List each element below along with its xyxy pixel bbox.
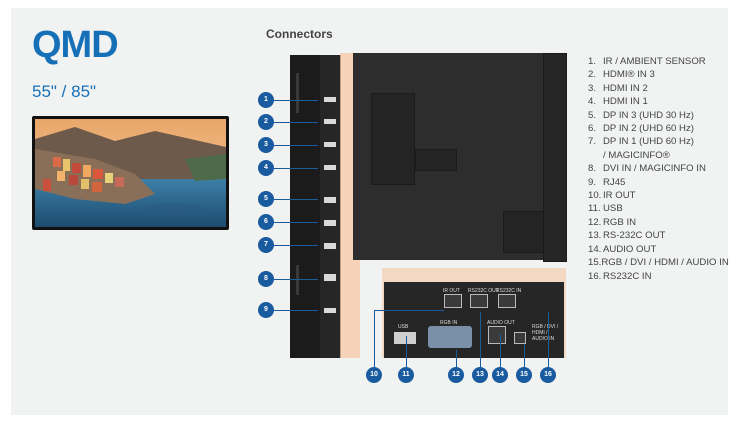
leader-line: [274, 168, 318, 169]
legend-item: 8.DVI IN / MAGICINFO IN: [588, 163, 706, 175]
port-rs232-in: [498, 294, 516, 308]
leader-line: [500, 334, 501, 370]
legend-item: 2.HDMI® IN 3: [588, 69, 655, 81]
display-back-view: [353, 53, 567, 262]
leader-line: [274, 199, 318, 200]
badge-8: 8: [258, 271, 274, 287]
leader-line: [374, 310, 444, 311]
badge-5: 5: [258, 191, 274, 207]
port-hdmi-2: [324, 142, 336, 147]
side-edge-detail: [296, 73, 299, 113]
badge-16: 16: [540, 367, 556, 383]
leader-line: [274, 100, 318, 101]
port-dvi: [324, 274, 336, 281]
leader-line: [274, 122, 318, 123]
label-usb: USB: [398, 324, 409, 330]
legend-item: / MAGICINFO®: [603, 149, 670, 161]
legend-item: 15.RGB / DVI / HDMI / AUDIO IN: [588, 257, 729, 269]
leader-line: [274, 222, 318, 223]
section-title: Connectors: [266, 27, 333, 41]
badge-11: 11: [398, 367, 414, 383]
legend-item: 16.RS232C IN: [588, 270, 652, 282]
port-ir-out: [444, 294, 462, 308]
leader-line: [274, 245, 318, 246]
port-hdmi-3: [324, 119, 336, 124]
legend-item: 6.DP IN 2 (UHD 60 Hz): [588, 123, 694, 135]
port-dp-1: [324, 243, 336, 249]
label-rs232-in: RS232C IN: [496, 288, 522, 294]
back-panel: [371, 93, 415, 185]
product-sizes: 55" / 85": [32, 82, 97, 101]
port-audio-out: [488, 326, 506, 344]
port-hdmi-1: [324, 165, 336, 170]
label-av-in: RGB / DVI / HDMI / AUDIO IN: [532, 324, 559, 342]
badge-6: 6: [258, 214, 274, 230]
badge-7: 7: [258, 237, 274, 253]
port-usb: [394, 332, 416, 344]
legend-item: 4.HDMI IN 1: [588, 96, 648, 108]
port-rj45: [324, 308, 336, 313]
back-edge: [543, 53, 567, 262]
port-rgb-in: [428, 326, 472, 348]
coastal-town-photo: [35, 119, 226, 227]
legend-item: 1.IR / AMBIENT SENSOR: [588, 56, 706, 67]
legend-item: 9.RJ45: [588, 176, 626, 188]
legend-item: 7.DP IN 1 (UHD 60 Hz): [588, 136, 694, 148]
bottom-port-zoom: IR OUT RS232C OUT RS232C IN USB RGB IN A…: [384, 282, 564, 358]
leader-line: [548, 312, 549, 370]
leader-line: [406, 336, 407, 370]
badge-15: 15: [516, 367, 532, 383]
legend-item: 14.AUDIO OUT: [588, 243, 657, 255]
port-dp-3: [324, 197, 336, 203]
leader-line: [274, 279, 318, 280]
display-side-panel: [290, 55, 341, 358]
badge-10: 10: [366, 367, 382, 383]
badge-9: 9: [258, 302, 274, 318]
label-ir-out: IR OUT: [443, 288, 460, 294]
side-edge-detail: [296, 265, 299, 295]
leader-line: [374, 310, 375, 370]
badge-12: 12: [448, 367, 464, 383]
badge-2: 2: [258, 114, 274, 130]
product-image: [32, 116, 229, 230]
leader-line: [480, 312, 481, 370]
leader-line: [524, 344, 525, 370]
label-rs232-out: RS232C OUT: [468, 288, 499, 294]
product-title: QMD: [32, 24, 119, 66]
leader-line: [456, 350, 457, 370]
port-rs232-out: [470, 294, 488, 308]
badge-14: 14: [492, 367, 508, 383]
legend-item: 3.HDMI IN 2: [588, 82, 648, 94]
leader-line: [274, 310, 318, 311]
legend-item: 10.IR OUT: [588, 190, 636, 202]
label-rgb-in: RGB IN: [440, 320, 458, 326]
badge-13: 13: [472, 367, 488, 383]
port-dp-2: [324, 220, 336, 226]
badge-4: 4: [258, 160, 274, 176]
leader-line: [274, 145, 318, 146]
back-port-block: [415, 149, 457, 171]
label-audio-out: AUDIO OUT: [487, 320, 515, 326]
connector-legend: 1.IR / AMBIENT SENSOR 2.HDMI® IN 3 3.HDM…: [588, 55, 729, 283]
port-ir-sensor: [324, 97, 336, 102]
legend-item: 5.DP IN 3 (UHD 30 Hz): [588, 109, 694, 121]
badge-3: 3: [258, 137, 274, 153]
side-port-strip: [320, 55, 341, 358]
legend-item: 11.USB: [588, 203, 623, 215]
badge-1: 1: [258, 92, 274, 108]
port-av-in: [514, 332, 526, 344]
legend-item: 13.RS-232C OUT: [588, 230, 666, 242]
legend-item: 12.RGB IN: [588, 216, 637, 228]
